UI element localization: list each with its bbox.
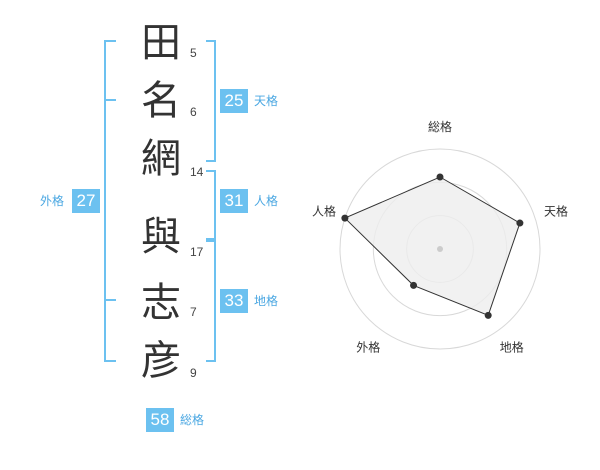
name-char-5: 志: [141, 280, 181, 326]
name-char-2: 名: [141, 78, 181, 124]
radar-axis-label: 外格: [356, 340, 380, 355]
soukaku-badge: 58: [146, 408, 174, 432]
stroke-count-3: 14: [190, 165, 204, 179]
radar-point: [410, 281, 418, 289]
radar-point: [516, 219, 524, 227]
jinkaku-label: 人格: [254, 194, 279, 208]
stroke-count-1: 5: [190, 46, 197, 60]
tenkaku-label: 天格: [254, 94, 279, 108]
jinkaku-badge: 31: [220, 189, 248, 213]
chikaku-bracket: [206, 240, 216, 362]
gaikaku-badge: 27: [72, 189, 100, 213]
gaikaku-bracket-tick: [106, 299, 116, 301]
radar-axis-label: 天格: [544, 203, 568, 218]
gaikaku-bracket: [104, 40, 116, 362]
tenkaku-bracket: [206, 40, 216, 162]
stroke-count-4: 17: [190, 245, 204, 259]
soukaku-label: 総格: [180, 413, 205, 427]
stroke-count-2: 6: [190, 105, 197, 119]
name-char-6: 彦: [141, 338, 181, 384]
stroke-count-5: 7: [190, 305, 197, 319]
radar-axis-label: 人格: [312, 203, 336, 218]
jinkaku-bracket: [206, 170, 216, 240]
radar-point: [436, 173, 444, 181]
gaikaku-bracket-tick: [106, 99, 116, 101]
radar-axis-label: 総格: [428, 119, 452, 134]
gaikaku-label: 外格: [40, 194, 65, 208]
radar-center-dot: [437, 246, 443, 252]
chikaku-label: 地格: [254, 294, 279, 308]
radar-area: [344, 176, 521, 316]
chikaku-badge: 33: [220, 289, 248, 313]
radar-axis-label: 地格: [500, 340, 524, 355]
stroke-count-6: 9: [190, 366, 197, 380]
name-char-3: 網: [141, 136, 181, 182]
tenkaku-badge: 25: [220, 89, 248, 113]
radar-point: [484, 311, 492, 319]
name-char-4: 與: [141, 214, 181, 260]
radar-point: [341, 214, 349, 222]
radar-ring: [339, 148, 541, 350]
name-char-1: 田: [141, 20, 181, 66]
